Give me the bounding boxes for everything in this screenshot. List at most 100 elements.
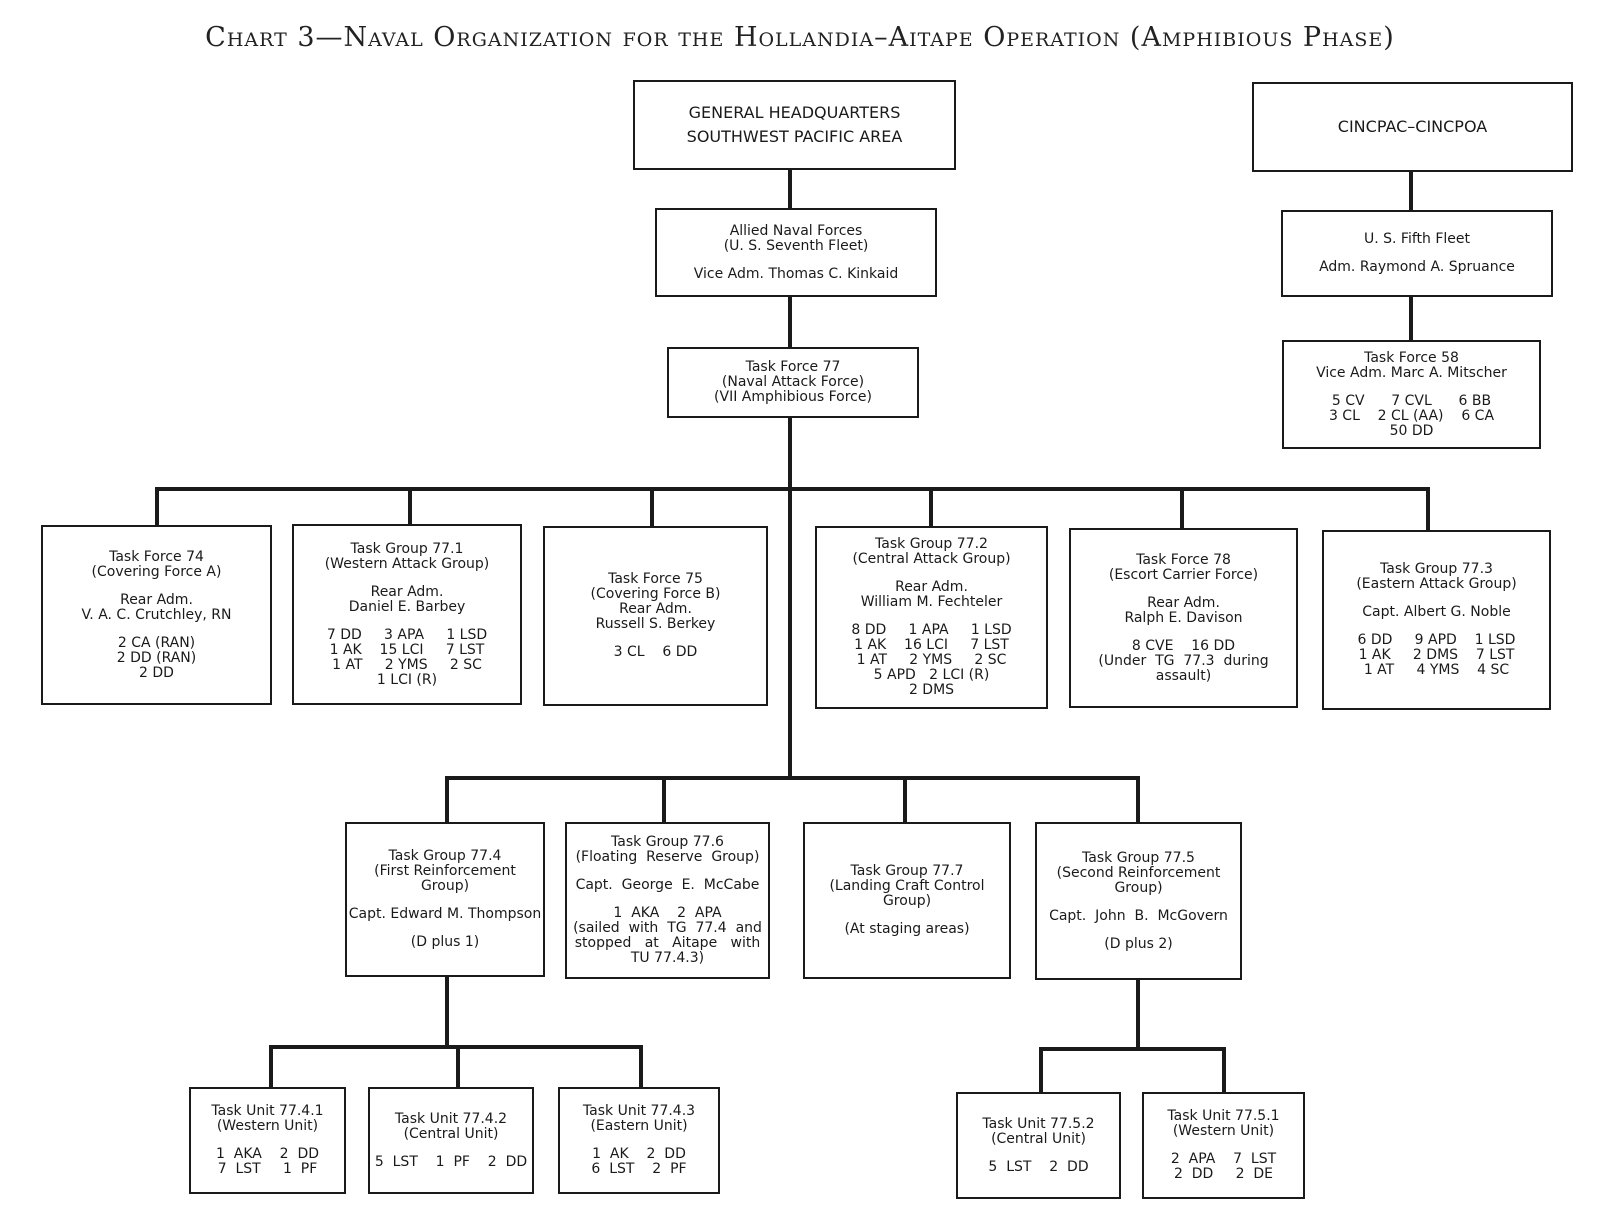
- tg773-line-5: 1 AK 2 DMS 7 LST: [1358, 647, 1515, 663]
- tf78-line-4: Ralph E. Davison: [1124, 609, 1243, 626]
- tu7752-line-2: (Central Unit): [991, 1130, 1086, 1147]
- tf78-line-7: assault): [1155, 667, 1212, 684]
- node-tu77-5-2: Task Unit 77.5.2 (Central Unit) 5 LST 2 …: [956, 1092, 1121, 1199]
- tg775-line-2: (Second Reinforcement: [1056, 864, 1221, 881]
- tg772-line-2: (Central Attack Group): [852, 551, 1011, 567]
- tu7752-line-1: Task Unit 77.5.2: [982, 1115, 1095, 1132]
- tg774-line-5: (D plus 1): [410, 934, 480, 950]
- tg775-line-3: Group): [1114, 879, 1163, 896]
- node-tf74: Task Force 74 (Covering Force A) Rear Ad…: [41, 525, 272, 705]
- chart-title: Chart 3—Naval Organization for the Holla…: [205, 22, 1395, 53]
- node-tg77-4: Task Group 77.4 (First Reinforcement Gro…: [345, 822, 545, 977]
- anf-line-1: Allied Naval Forces: [729, 222, 863, 239]
- tf58-line-1: Task Force 58: [1364, 349, 1459, 366]
- tu7741-line-4: 7 LST 1 PF: [217, 1161, 318, 1177]
- tg772-line-8: 5 APD 2 LCI (R): [873, 667, 990, 683]
- node-tg77-5: Task Group 77.5 (Second Reinforcement Gr…: [1035, 822, 1242, 980]
- tf77-line-3: (VII Amphibious Force): [714, 389, 872, 405]
- tg776-line-4: 1 AKA 2 APA: [613, 905, 722, 921]
- tf58-line-5: 50 DD: [1389, 422, 1434, 439]
- node-tu77-4-2: Task Unit 77.4.2 (Central Unit) 5 LST 1 …: [368, 1087, 534, 1194]
- tg777-line-3: Group): [882, 893, 932, 909]
- fifth-line-1: U. S. Fifth Fleet: [1363, 231, 1470, 247]
- tg772-line-4: William M. Fechteler: [860, 594, 1003, 610]
- tg771-line-6: 1 AK 15 LCI 7 LST: [329, 641, 485, 658]
- tf74-line-3: Rear Adm.: [120, 591, 193, 608]
- tg773-line-3: Capt. Albert G. Noble: [1362, 604, 1511, 620]
- tg773-line-1: Task Group 77.3: [1380, 561, 1493, 577]
- tf78-line-6: (Under TG 77.3 during: [1098, 652, 1269, 669]
- anf-line-2: (U. S. Seventh Fleet): [723, 237, 869, 254]
- tu7741-line-3: 1 AKA 2 DD: [215, 1146, 320, 1162]
- tu7741-line-1: Task Unit 77.4.1: [211, 1103, 324, 1119]
- tf74-line-4: V. A. C. Crutchley, RN: [81, 606, 232, 623]
- tg771-line-8: 1 LCI (R): [376, 671, 438, 688]
- ghq-line-2: SOUTHWEST PACIFIC AREA: [686, 127, 903, 146]
- tu7751-line-1: Task Unit 77.5.1: [1167, 1108, 1280, 1124]
- tg777-line-4: (At staging areas): [844, 921, 970, 937]
- tf77-line-2: (Naval Attack Force): [721, 374, 865, 390]
- tg771-line-5: 7 DD 3 APA 1 LSD: [326, 626, 488, 643]
- tu7742-line-3: 5 LST 1 PF 2 DD: [374, 1153, 528, 1170]
- node-tu77-5-1: Task Unit 77.5.1 (Western Unit) 2 APA 7 …: [1142, 1092, 1305, 1199]
- node-tg77-3: Task Group 77.3 (Eastern Attack Group) C…: [1322, 530, 1551, 710]
- cincpac-line-1: CINCPAC–CINCPOA: [1337, 117, 1488, 136]
- tg772-line-1: Task Group 77.2: [875, 536, 988, 552]
- tg775-line-4: Capt. John B. McGovern: [1049, 907, 1228, 924]
- tf78-line-5: 8 CVE 16 DD: [1131, 637, 1236, 654]
- tg772-line-5: 8 DD 1 APA 1 LSD: [851, 622, 1012, 638]
- tf58-line-2: Vice Adm. Marc A. Mitscher: [1316, 364, 1507, 381]
- node-tg77-2: Task Group 77.2 (Central Attack Group) R…: [815, 526, 1048, 709]
- tu7743-line-2: (Eastern Unit): [590, 1118, 688, 1134]
- tf58-line-4: 3 CL 2 CL (AA) 6 CA: [1328, 407, 1495, 424]
- tg772-line-3: Rear Adm.: [895, 579, 968, 595]
- tg772-line-6: 1 AK 16 LCI 7 LST: [854, 637, 1009, 653]
- tf75-line-3: Rear Adm.: [619, 601, 692, 617]
- anf-line-3: Vice Adm. Thomas C. Kinkaid: [693, 265, 899, 282]
- tf78-line-2: (Escort Carrier Force): [1108, 566, 1259, 583]
- node-tg77-6: Task Group 77.6 (Floating Reserve Group)…: [565, 822, 770, 979]
- node-tf75: Task Force 75 (Covering Force B) Rear Ad…: [543, 526, 768, 706]
- tg776-line-5: (sailed with TG 77.4 and: [573, 920, 762, 936]
- tg774-line-4: Capt. Edward M. Thompson: [348, 906, 542, 922]
- tu7752-line-3: 5 LST 2 DD: [988, 1158, 1089, 1175]
- tg775-line-1: Task Group 77.5: [1082, 849, 1195, 866]
- tu7751-line-3: 2 APA 7 LST: [1170, 1151, 1277, 1167]
- tg774-line-1: Task Group 77.4: [388, 848, 502, 864]
- node-ghq: GENERAL HEADQUARTERS SOUTHWEST PACIFIC A…: [633, 80, 956, 170]
- node-allied-naval-forces: Allied Naval Forces (U. S. Seventh Fleet…: [655, 208, 937, 297]
- tg771-line-7: 1 AT 2 YMS 2 SC: [332, 656, 482, 673]
- node-tf78: Task Force 78 (Escort Carrier Force) Rea…: [1069, 528, 1298, 708]
- tf77-line-1: Task Force 77: [745, 359, 841, 375]
- tf75-line-4: Russell S. Berkey: [595, 616, 716, 632]
- tg774-line-3: Group): [420, 878, 470, 894]
- tg777-line-1: Task Group 77.7: [850, 863, 964, 879]
- node-fifth-fleet: U. S. Fifth Fleet Adm. Raymond A. Spruan…: [1281, 210, 1553, 297]
- tu7743-line-1: Task Unit 77.4.3: [582, 1103, 696, 1119]
- node-tu77-4-1: Task Unit 77.4.1 (Western Unit) 1 AKA 2 …: [189, 1087, 346, 1194]
- tf74-line-5: 2 CA (RAN): [117, 634, 196, 651]
- tg774-line-2: (First Reinforcement: [374, 863, 516, 879]
- tu7741-line-2: (Western Unit): [216, 1118, 319, 1134]
- tu7743-line-4: 6 LST 2 PF: [591, 1161, 687, 1177]
- tg776-line-3: Capt. George E. McCabe: [575, 877, 760, 893]
- tg771-line-4: Daniel E. Barbey: [348, 598, 466, 615]
- tg773-line-6: 1 AT 4 YMS 4 SC: [1363, 662, 1510, 678]
- tu7751-line-4: 2 DD 2 DE: [1173, 1166, 1274, 1182]
- node-tf58: Task Force 58 Vice Adm. Marc A. Mitscher…: [1282, 340, 1541, 449]
- tg776-line-1: Task Group 77.6: [611, 834, 724, 850]
- tg771-line-2: (Western Attack Group): [324, 555, 490, 572]
- node-cincpac: CINCPAC–CINCPOA: [1252, 82, 1573, 172]
- tf78-line-3: Rear Adm.: [1147, 594, 1220, 611]
- tf58-line-3: 5 CV 7 CVL 6 BB: [1331, 392, 1492, 409]
- tg776-line-2: (Floating Reserve Group): [575, 849, 760, 865]
- tg772-line-7: 1 AT 2 YMS 2 SC: [856, 652, 1007, 668]
- tf74-line-6: 2 DD (RAN): [116, 649, 197, 666]
- tg771-line-3: Rear Adm.: [370, 583, 444, 600]
- node-tg77-1: Task Group 77.1 (Western Attack Group) R…: [292, 524, 522, 705]
- tg777-line-2: (Landing Craft Control: [829, 878, 985, 894]
- tf75-line-1: Task Force 75: [608, 571, 703, 587]
- tg773-line-4: 6 DD 9 APD 1 LSD: [1357, 632, 1516, 648]
- tu7742-line-2: (Central Unit): [403, 1125, 499, 1142]
